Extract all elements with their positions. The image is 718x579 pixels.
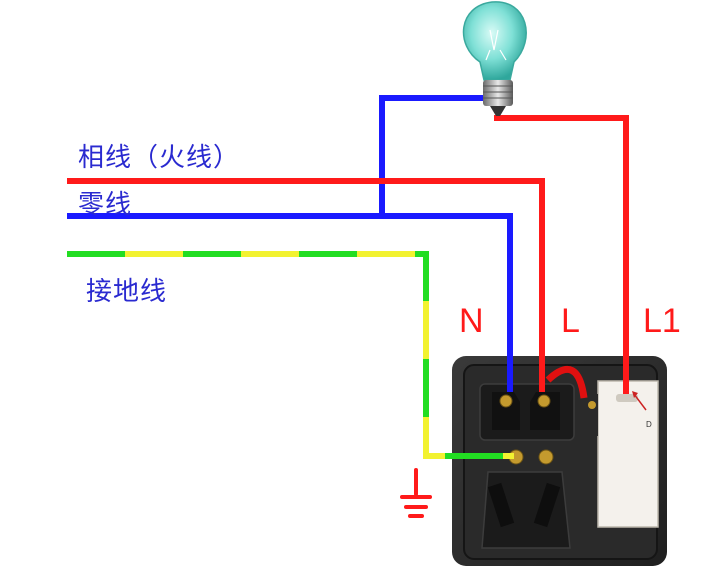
terminal-screw-l <box>537 394 551 408</box>
ground-wire-stripes <box>67 251 514 459</box>
switch-mark-label: D <box>646 420 652 429</box>
phase-wire <box>67 115 629 399</box>
pointer-line <box>633 393 647 411</box>
bulb-filament <box>485 29 507 61</box>
terminal-n-label: N <box>459 302 484 340</box>
switch-rocker <box>597 380 659 528</box>
bulb-glass <box>462 1 527 81</box>
phase-wire-main <box>67 178 545 392</box>
pin-hole-right <box>533 482 561 528</box>
neutral-wire-label: 零线 <box>78 190 133 220</box>
phase-wire-label: 相线（火线） <box>78 143 241 173</box>
bulb-contact <box>490 106 506 116</box>
bulb-base <box>483 80 513 106</box>
switch-screw <box>588 401 596 409</box>
switch-pointer-arrow <box>632 391 647 411</box>
ground-wire-label: 接地线 <box>86 277 168 307</box>
pointer-head <box>632 391 638 398</box>
bulb-thread <box>483 85 513 99</box>
ground-wire <box>67 251 514 459</box>
switched-wire-l1 <box>494 115 629 394</box>
neutral-wire-to-lamp <box>379 95 486 216</box>
socket-hole-right <box>530 392 560 430</box>
terminal-screw-n <box>499 394 513 408</box>
neutral-wire <box>67 95 513 392</box>
switch-terminal-slot <box>616 394 638 402</box>
socket-switch-panel <box>452 356 667 566</box>
pin-hole-left <box>487 482 515 528</box>
switch-side-clip <box>588 394 598 436</box>
terminal-l1-label: L1 <box>643 302 681 340</box>
ground-symbol-icon <box>400 468 432 518</box>
phase-jumper-to-switch <box>545 366 588 399</box>
terminal-screw-extra <box>538 449 554 465</box>
neutral-wire-main <box>67 213 513 392</box>
terminal-l-label: L <box>561 302 580 340</box>
socket-hole-left <box>492 392 520 430</box>
light-bulb-icon <box>462 1 527 116</box>
three-pin-socket <box>481 471 571 549</box>
